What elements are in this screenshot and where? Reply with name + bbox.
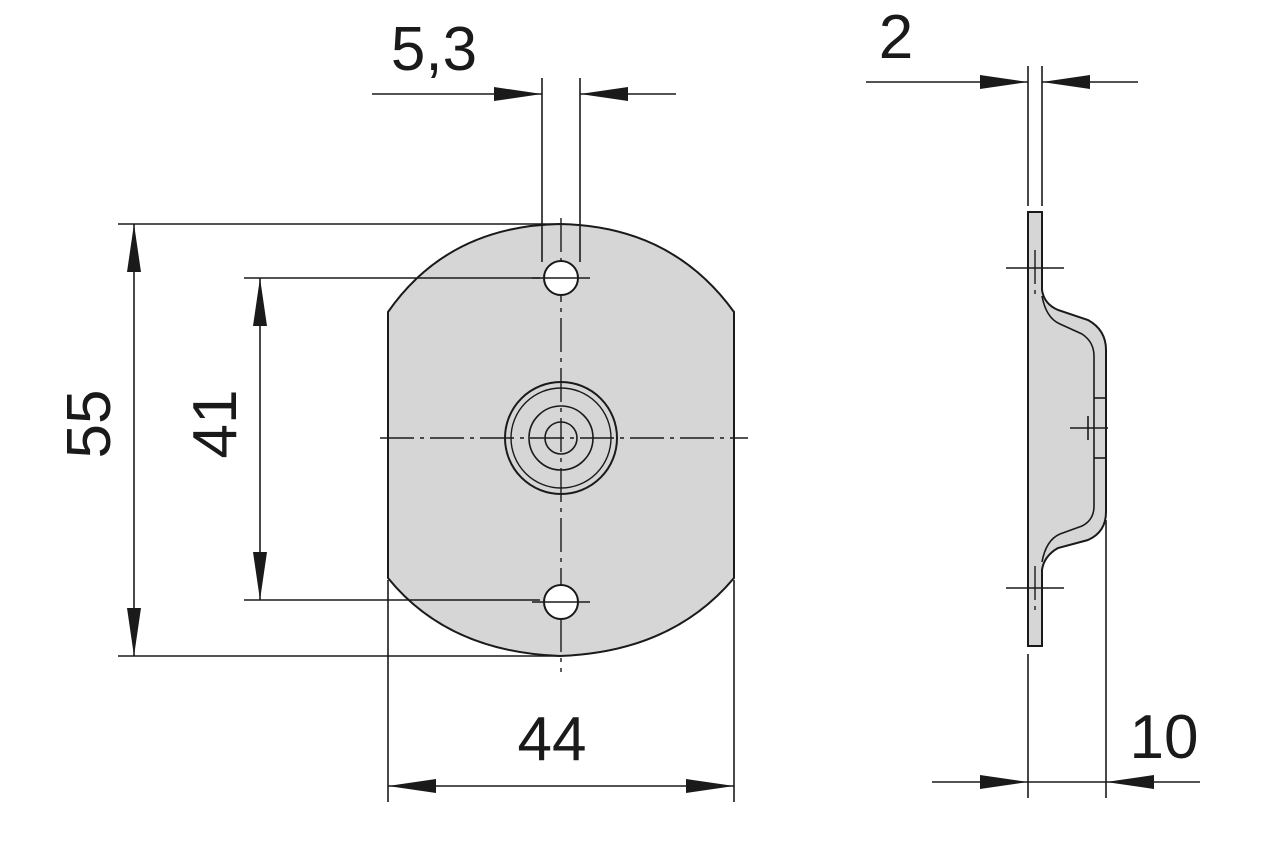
front-view [380, 218, 748, 672]
dimension-slot-width: 5,3 [372, 15, 676, 262]
dimension-width: 44 [387, 580, 735, 802]
central-hole [544, 421, 578, 455]
dimension-depth: 10 [932, 520, 1200, 798]
label-hole-spacing: 41 [181, 390, 250, 459]
label-width: 44 [518, 705, 587, 774]
label-slot-width: 5,3 [391, 15, 477, 84]
label-height-total: 55 [55, 390, 124, 459]
dimension-hole-spacing: 41 [181, 277, 540, 601]
label-depth: 10 [1130, 703, 1199, 772]
central-boss [504, 381, 618, 495]
side-profile [1027, 211, 1107, 647]
dimension-thickness: 2 [866, 3, 1138, 206]
side-view [1006, 211, 1108, 647]
label-thickness: 2 [879, 3, 913, 72]
dimension-height-total: 55 [55, 223, 560, 657]
